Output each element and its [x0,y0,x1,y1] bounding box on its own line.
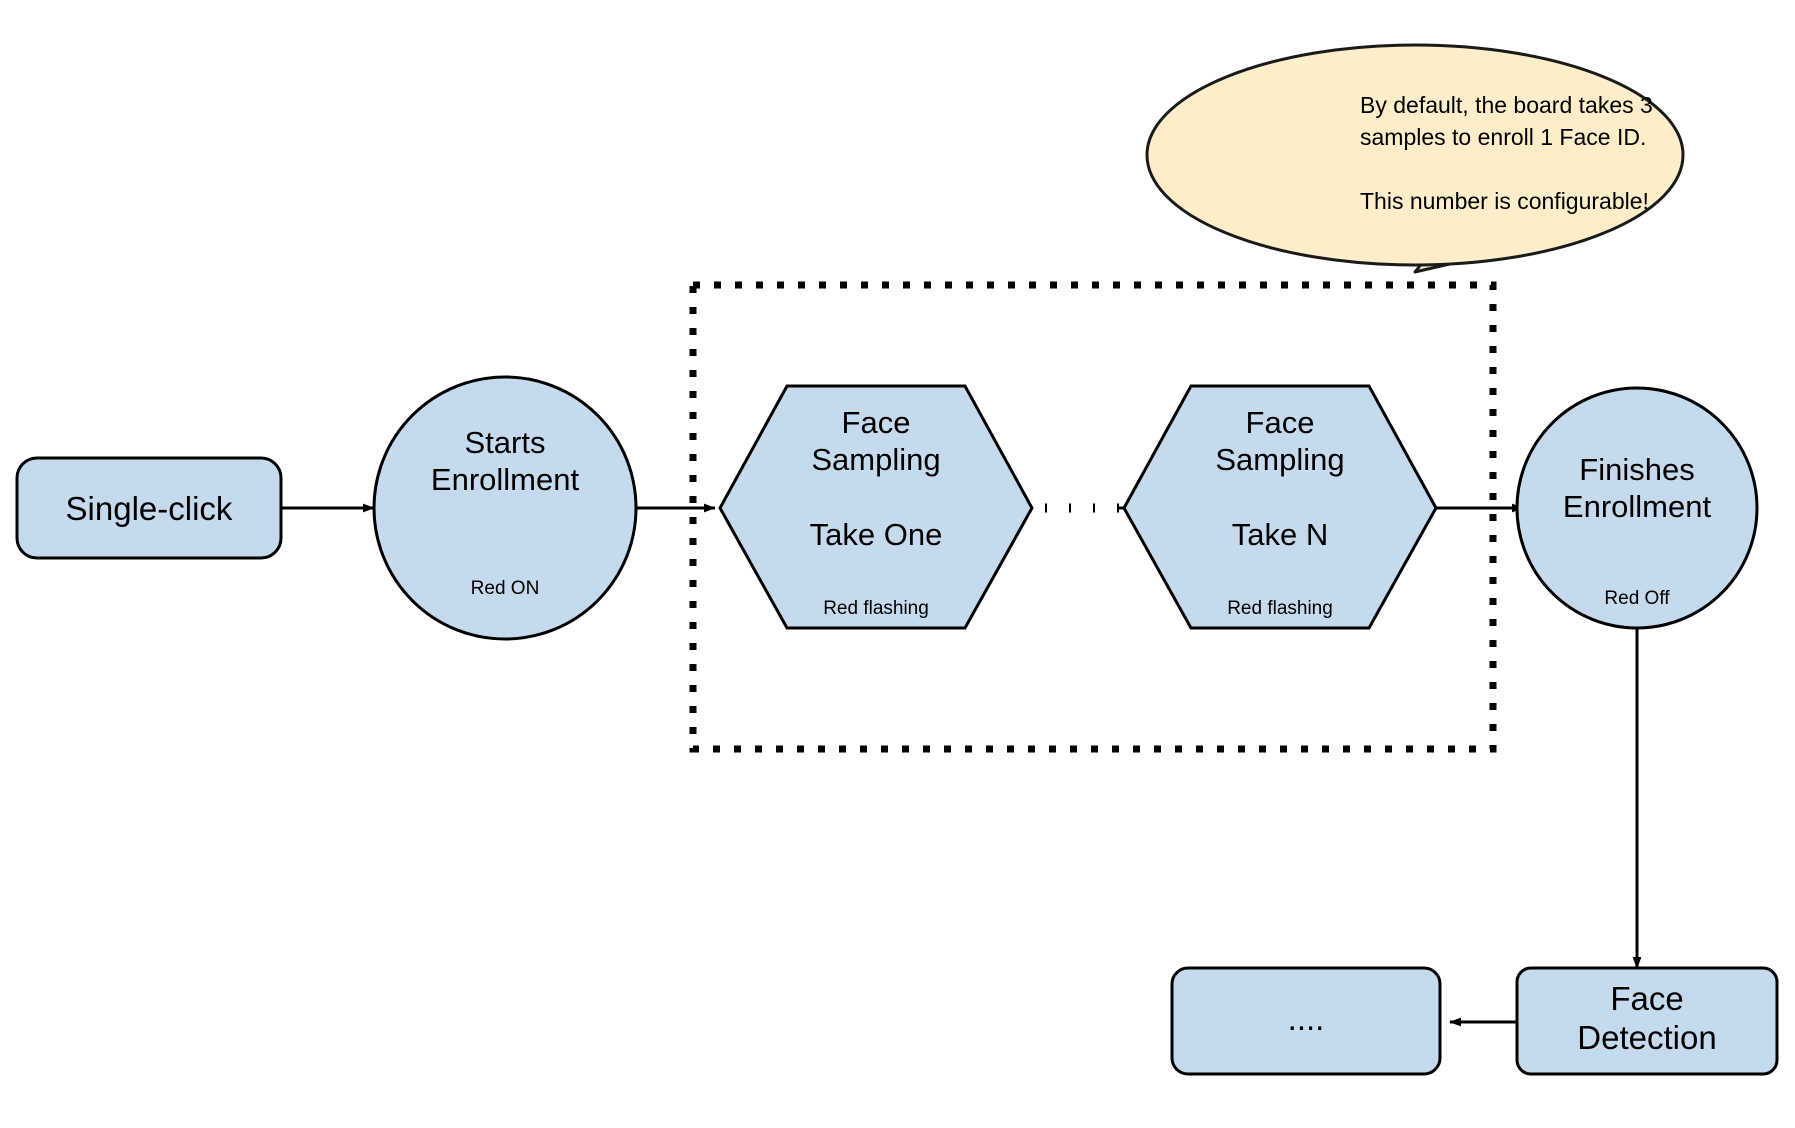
node-ellipsis-box[interactable] [1170,966,1442,1076]
node-finishes-enrollment[interactable] [1515,386,1759,630]
node-starts-enrollment[interactable] [372,375,638,641]
callout-line-2: samples to enroll 1 Face ID. [1360,124,1647,150]
node-face-sampling-take-one[interactable] [718,384,1034,630]
node-face-sampling-take-n[interactable] [1122,384,1438,630]
node-face-detection[interactable] [1515,966,1779,1076]
node-single-click[interactable] [15,456,283,560]
callout-line-1: By default, the board takes 3 [1360,92,1653,118]
sampling-loop-group-box [689,281,1497,753]
callout-line-3: This number is configurable! [1360,188,1649,214]
callout-bubble [1145,43,1685,267]
